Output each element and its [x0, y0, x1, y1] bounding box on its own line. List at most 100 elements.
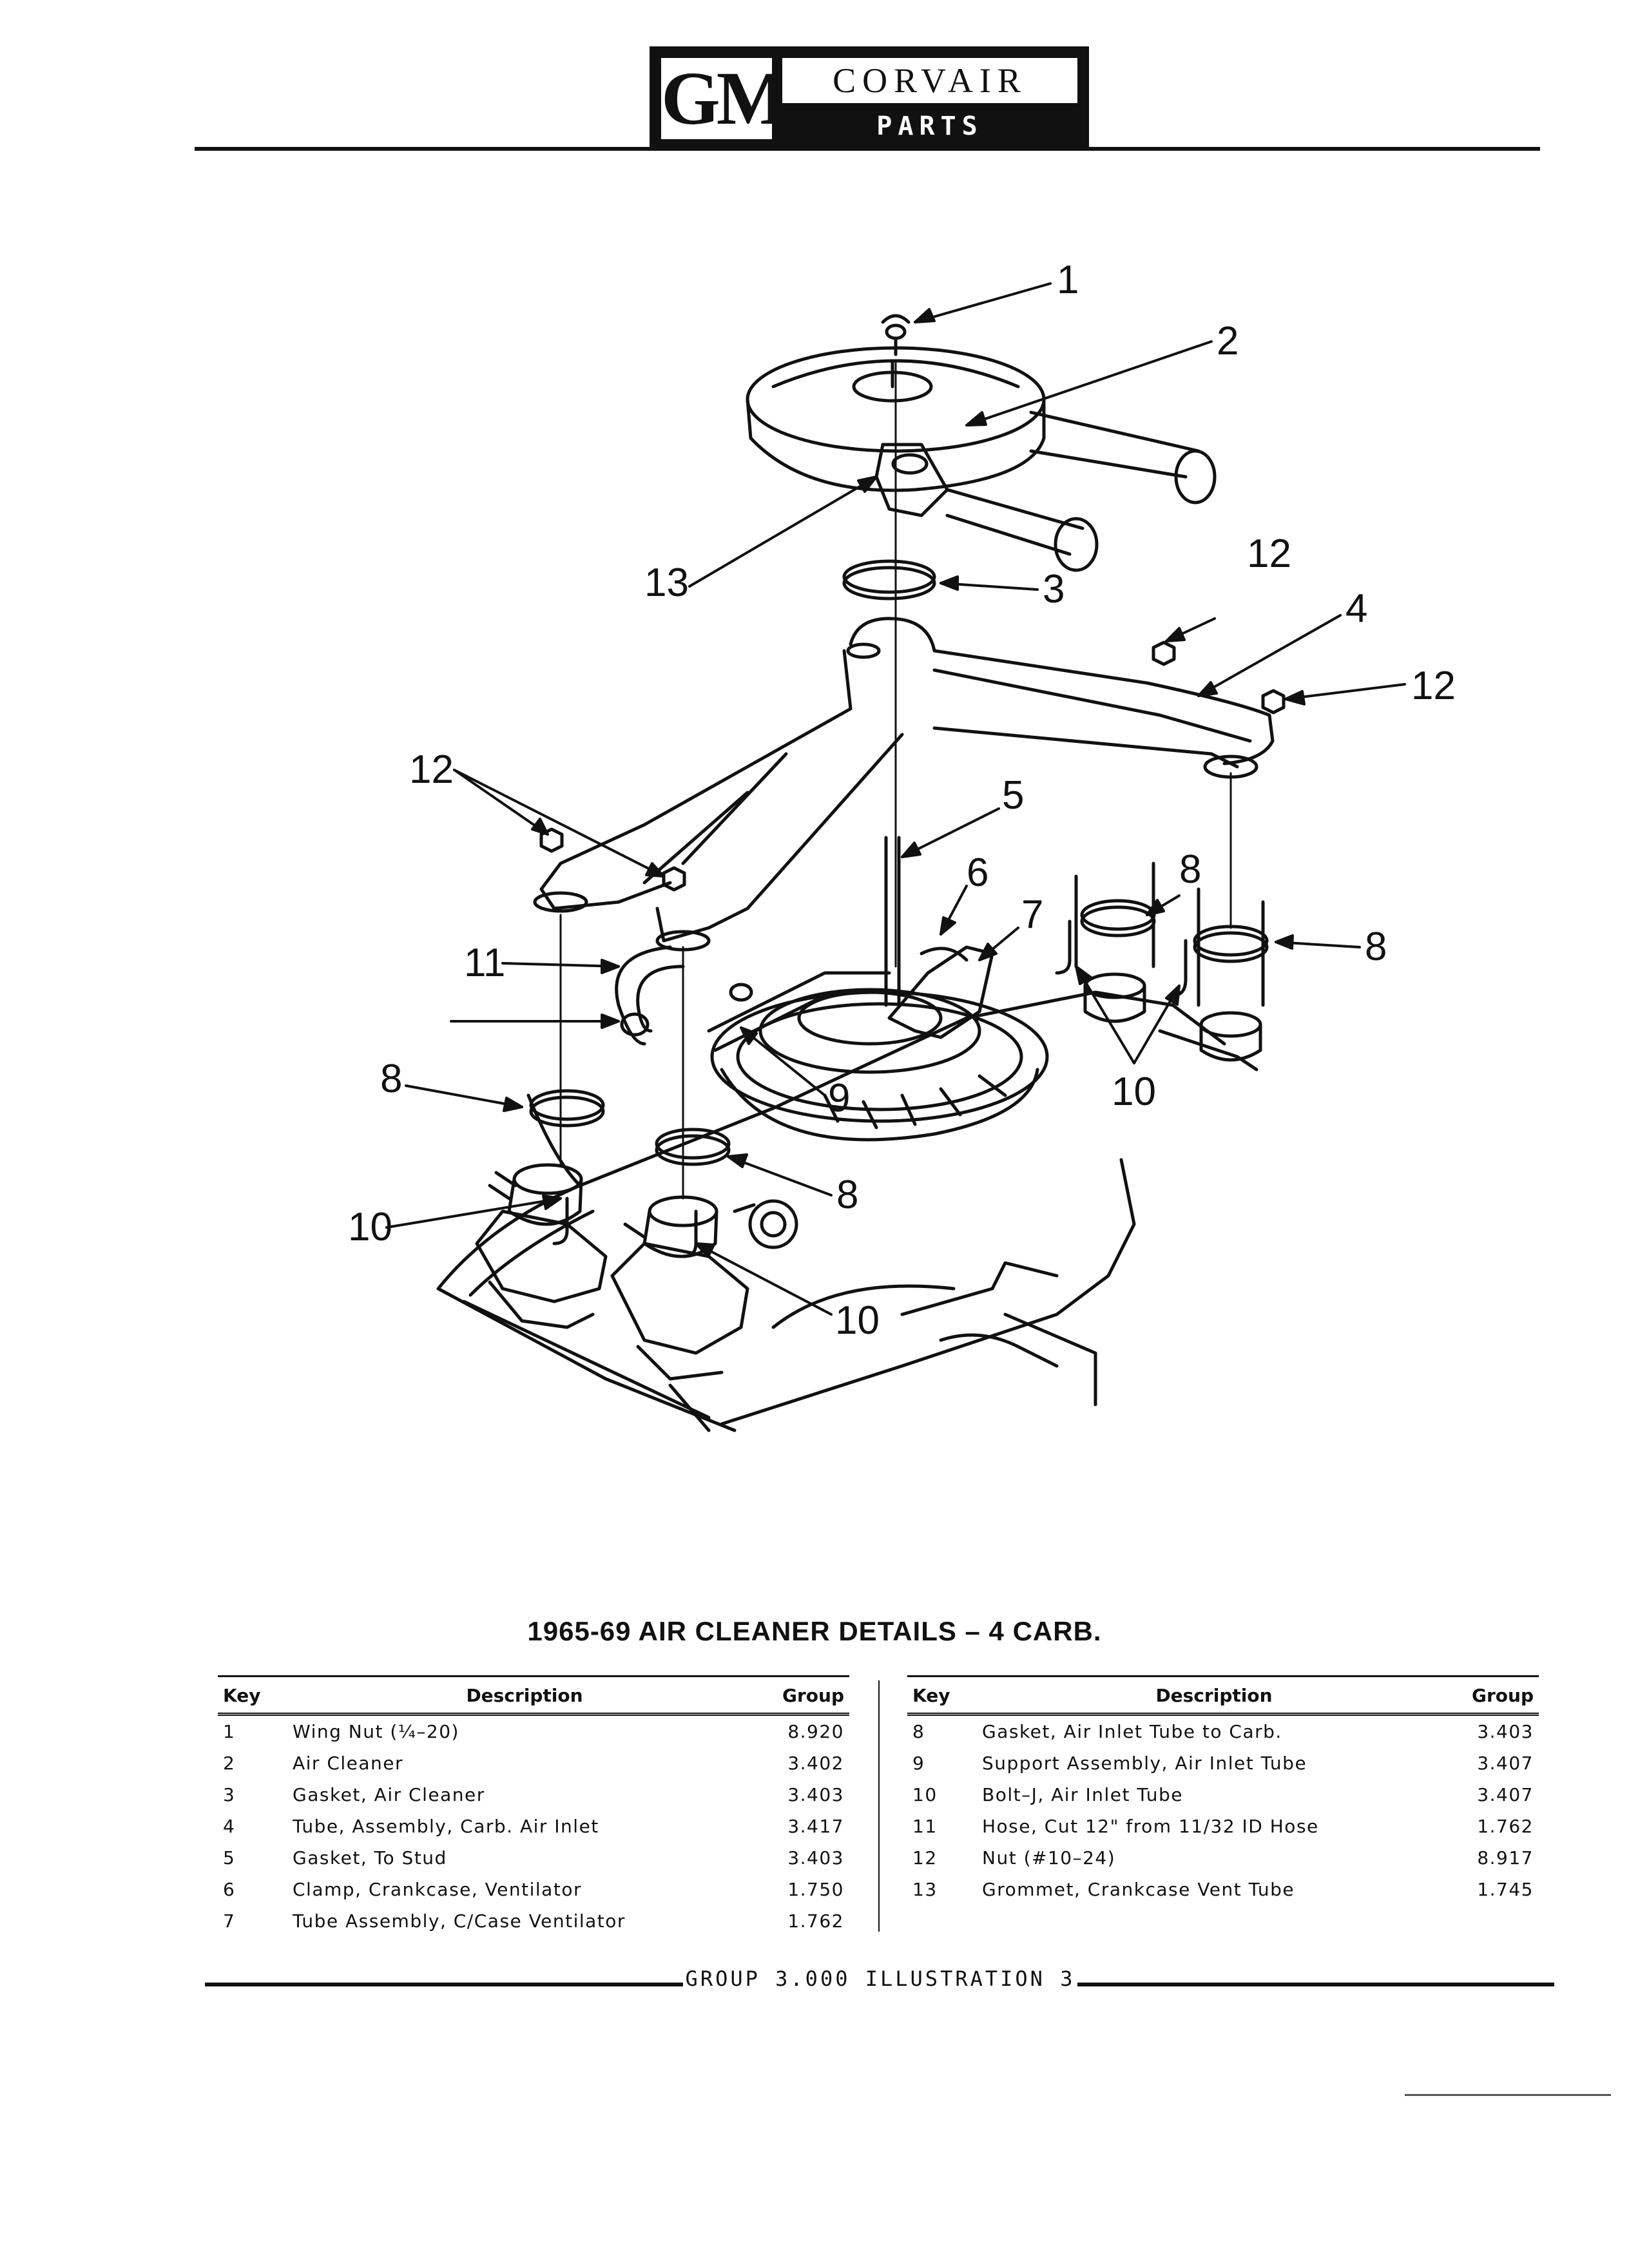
table-row: 4 Tube, Assembly, Carb. Air Inlet 3.417	[218, 1811, 849, 1842]
blower-fan	[710, 988, 1049, 1142]
row-group: 1.745	[1477, 1879, 1534, 1900]
callout-10-front-left: 10	[348, 1205, 392, 1249]
callout-8-front-right: 8	[836, 1173, 858, 1217]
table-row: 6 Clamp, Crankcase, Ventilator 1.750	[218, 1874, 849, 1905]
table-row: 2 Air Cleaner 3.402	[218, 1747, 849, 1779]
row-group: 3.407	[1477, 1753, 1534, 1774]
description-header: Description	[287, 1675, 762, 1716]
stud-and-vent-tube	[884, 836, 994, 1039]
table-row: 8 Gasket, Air Inlet Tube to Carb. 3.403	[907, 1715, 1539, 1748]
footer-group-label: GROUP 3.000 ILLUSTRATION 3	[683, 1966, 1077, 1991]
scan-artifact-line	[1405, 2094, 1611, 2096]
crankcase-vent-hose	[615, 945, 685, 1046]
row-key: 9	[912, 1753, 925, 1774]
catalogue-title: CORVAIR	[782, 58, 1077, 103]
row-key: 5	[223, 1847, 236, 1869]
wing-nut	[881, 314, 911, 356]
table-header-row: Key Description Group	[907, 1675, 1539, 1716]
table-row: 1 Wing Nut (¼–20) 8.920	[218, 1715, 849, 1748]
row-description: Wing Nut (¼–20)	[293, 1721, 459, 1742]
callout-4: 4	[1345, 586, 1367, 631]
row-group: 1.762	[1477, 1816, 1534, 1837]
callout-5: 5	[1002, 773, 1024, 818]
group-header: Group	[762, 1675, 849, 1716]
row-key: 11	[912, 1816, 938, 1837]
callout-8-front-left: 8	[380, 1057, 402, 1101]
table-row: 9 Support Assembly, Air Inlet Tube 3.407	[907, 1747, 1539, 1779]
table-row: 5 Gasket, To Stud 3.403	[218, 1842, 849, 1874]
callout-10-front-right: 10	[835, 1298, 880, 1343]
group-header: Group	[1451, 1675, 1539, 1716]
callout-12-top: 12	[1247, 532, 1291, 576]
row-description: Clamp, Crankcase, Ventilator	[293, 1879, 582, 1900]
callout-8-rear-right: 8	[1365, 925, 1387, 969]
parts-table-title: 1965-69 AIR CLEANER DETAILS – 4 CARB.	[527, 1616, 1102, 1646]
air-inlet-tube-assembly	[533, 617, 1275, 952]
exploded-view-guides	[559, 360, 1232, 1200]
row-group: 8.920	[787, 1721, 844, 1742]
callout-arrows	[385, 282, 1406, 1316]
row-key: 3	[223, 1784, 236, 1805]
hex-nuts	[539, 640, 1286, 892]
table-header-row: Key Description Group	[218, 1675, 849, 1716]
callout-9: 9	[828, 1076, 850, 1120]
parts-table-left: Key Description Group 1 Wing Nut (¼–20) 8.…	[218, 1675, 849, 1937]
row-key: 8	[912, 1721, 925, 1742]
row-key: 10	[912, 1784, 938, 1805]
rear-carburetors	[1074, 861, 1265, 1062]
key-header: Key	[907, 1675, 977, 1716]
callout-11: 11	[464, 941, 505, 985]
carb-gasket-set	[529, 899, 1269, 1166]
row-description: Support Assembly, Air Inlet Tube	[982, 1753, 1307, 1774]
row-key: 12	[912, 1847, 938, 1869]
row-group: 3.417	[787, 1816, 844, 1837]
row-group: 8.917	[1477, 1847, 1534, 1869]
row-group: 3.403	[787, 1784, 844, 1805]
air-cleaner-gasket	[842, 559, 936, 601]
row-group: 3.403	[1477, 1721, 1534, 1742]
callout-3: 3	[1043, 567, 1065, 611]
row-description: Air Cleaner	[293, 1753, 404, 1774]
gm-corvair-logo: GM CORVAIR PARTS CATALOGUE	[650, 46, 1089, 177]
row-group: 3.403	[787, 1847, 844, 1869]
row-description: Gasket, To Stud	[293, 1847, 447, 1869]
callout-7: 7	[1021, 892, 1043, 937]
row-key: 6	[223, 1879, 236, 1900]
key-header: Key	[218, 1675, 287, 1716]
front-carburetors	[475, 1163, 798, 1381]
footer-rule-left	[205, 1983, 683, 1986]
row-description: Bolt–J, Air Inlet Tube	[982, 1784, 1183, 1805]
row-key: 2	[223, 1753, 236, 1774]
row-key: 4	[223, 1816, 236, 1837]
air-inlet-support	[707, 971, 891, 1052]
callout-12-left: 12	[409, 747, 454, 792]
row-group: 1.762	[787, 1910, 844, 1932]
gm-brand-mark: GM	[661, 56, 788, 140]
row-description: Grommet, Crankcase Vent Tube	[982, 1879, 1295, 1900]
table-column-divider	[878, 1680, 880, 1932]
row-description: Gasket, Air Inlet Tube to Carb.	[982, 1721, 1282, 1742]
callout-6: 6	[967, 850, 988, 895]
row-description: Tube Assembly, C/Case Ventilator	[293, 1910, 626, 1932]
table-row: 11 Hose, Cut 12" from 11/32 ID Hose 1.762	[907, 1811, 1539, 1842]
parts-table-right: Key Description Group 8 Gasket, Air Inlet…	[907, 1675, 1539, 1905]
footer-rule-right	[1077, 1983, 1554, 1986]
header-rule	[195, 147, 1540, 151]
callout-8-rear-left: 8	[1179, 847, 1201, 892]
row-description: Hose, Cut 12" from 11/32 ID Hose	[982, 1816, 1319, 1837]
row-group: 3.402	[787, 1753, 844, 1774]
row-description: Gasket, Air Cleaner	[293, 1784, 485, 1805]
row-description: Tube, Assembly, Carb. Air Inlet	[293, 1816, 599, 1837]
catalogue-subtitle: PARTS CATALOGUE	[834, 111, 1026, 177]
table-row: 7 Tube Assembly, C/Case Ventilator 1.762	[218, 1905, 849, 1937]
row-key: 13	[912, 1879, 938, 1900]
callout-12-right: 12	[1411, 664, 1456, 708]
callout-13: 13	[644, 561, 689, 605]
row-key: 7	[223, 1910, 236, 1932]
row-group: 1.750	[787, 1879, 844, 1900]
callout-2: 2	[1217, 319, 1239, 363]
row-key: 1	[223, 1721, 236, 1742]
table-row: 3 Gasket, Air Cleaner 3.403	[218, 1779, 849, 1811]
